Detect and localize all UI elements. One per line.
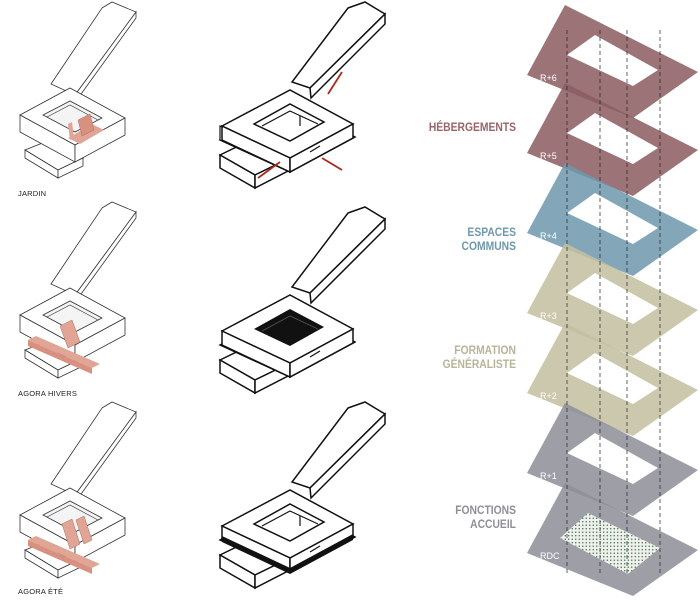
level-label: RDC [540,551,560,561]
agora-hivers-highlight [28,336,100,368]
group-label-line1: ESPACES [467,225,516,239]
group-label-espaces-communs: ESPACES COMMUNS [396,225,516,253]
level-label: R+6 [540,73,557,83]
floor-band-highlight [222,534,353,574]
building-axonometric-courtyard [218,206,387,395]
group-label-fonctions-accueil: FONCTIONS ACCUEIL [396,503,516,531]
group-label-line2: GÉNÉRALISTE [442,357,516,371]
level-rdc: RDC [527,483,698,596]
access-axis-east [321,157,343,171]
courtyard-fill [254,309,324,346]
caption-agora-ete: AGORA ÉTÉ [18,587,63,596]
group-label-hebergements: HÉBERGEMENTS [396,120,516,134]
group-label-line1: HÉBERGEMENTS [428,120,516,134]
group-label-line1: FORMATION [454,343,516,357]
building-axonometric-access [218,1,387,190]
level-label: R+4 [540,231,557,241]
plan-jardin-axonometric [19,1,137,179]
agora-ete-highlight [28,536,100,568]
group-label-line2: COMMUNS [461,239,516,253]
caption-jardin: JARDIN [18,189,46,198]
group-label-formation-generaliste: FORMATION GÉNÉRALISTE [396,343,516,371]
level-slab [527,5,698,118]
level-rplus-6: R+6 [527,5,698,118]
group-label-line2: ACCUEIL [470,517,516,531]
building-axonometric-floor [218,401,387,590]
level-label: R+2 [540,391,557,401]
access-axis-north [327,71,343,95]
level-label: R+3 [540,311,557,321]
level-label: R+1 [540,471,557,481]
caption-agora-hivers: AGORA HIVERS [18,389,77,398]
plan-agora-hivers-axonometric [19,201,137,379]
plan-agora-ete-axonometric [19,401,137,579]
group-label-line1: FONCTIONS [455,503,516,517]
ground-floor-dotted-area [560,513,660,574]
level-label: R+5 [540,151,557,161]
access-axis-south [257,161,281,179]
